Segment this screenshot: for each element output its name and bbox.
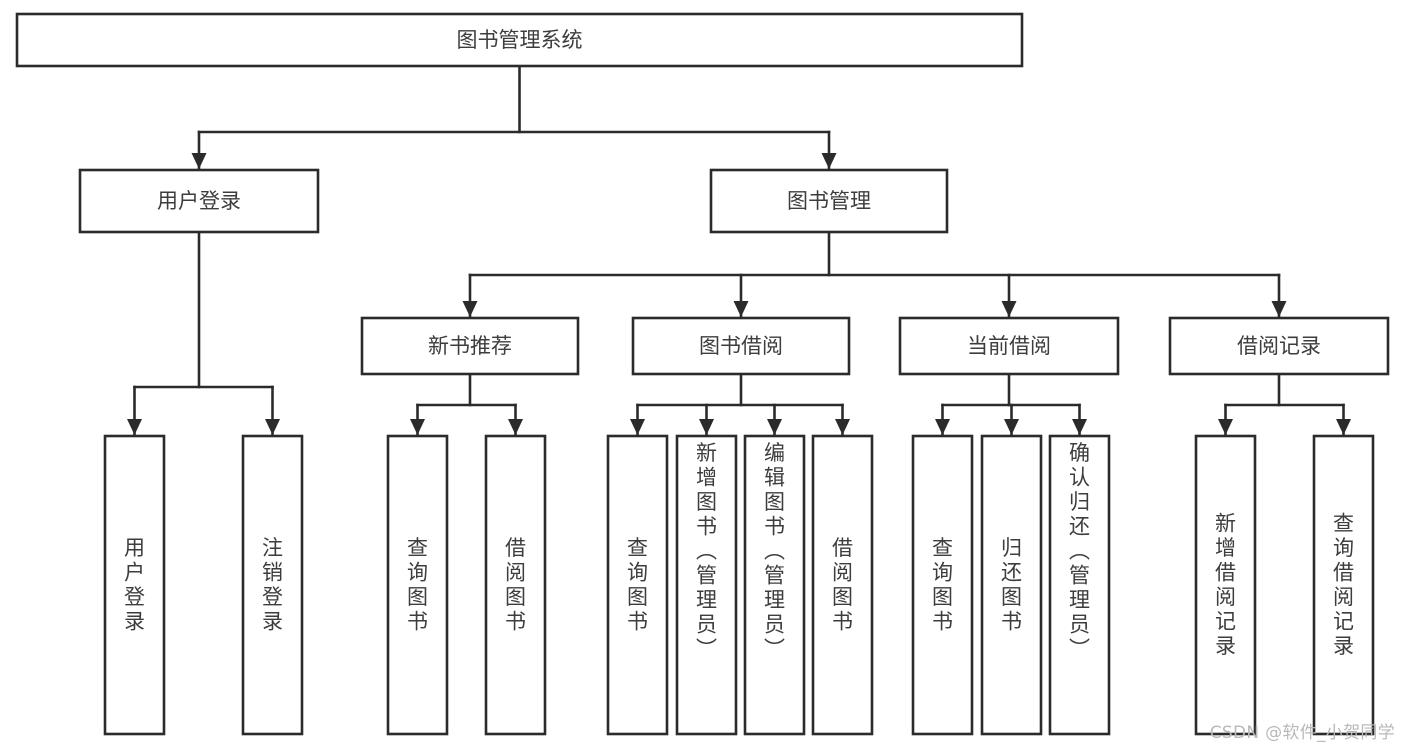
node-label: 借阅记录 xyxy=(1237,334,1321,358)
node-label: 查询图书 xyxy=(932,536,953,634)
node-user-login[interactable]: 用户登录 xyxy=(78,168,320,234)
nodes-layer: 图书管理系统用户登录图书管理新书推荐图书借阅当前借阅借阅记录用户登录注销登录查询… xyxy=(15,12,1390,736)
arrow-head-icon xyxy=(935,419,950,435)
arrow-head-icon xyxy=(1001,301,1017,317)
node-label: 图书借阅 xyxy=(699,334,783,358)
node-label: 新书推荐 xyxy=(428,334,512,358)
node-book-borrow[interactable]: 图书借阅 xyxy=(631,316,851,376)
edges-layer xyxy=(127,64,1351,437)
node-leaf-borrow-book-2[interactable]: 借阅图书 xyxy=(811,434,874,736)
node-label: 图书管理系统 xyxy=(457,28,583,52)
arrow-head-icon xyxy=(1072,419,1087,435)
csdn-watermark: CSDN @软件_小贺同学 xyxy=(1209,723,1395,743)
node-label: 借阅图书 xyxy=(832,536,853,634)
arrow-head-icon xyxy=(410,419,425,435)
node-leaf-confirm-return[interactable]: 确认归还︵管理员︶ xyxy=(1048,434,1111,736)
node-leaf-query-book-1[interactable]: 查询图书 xyxy=(386,434,449,736)
arrow-head-icon xyxy=(1004,419,1019,435)
node-label: 查询借阅记录 xyxy=(1333,512,1354,659)
node-leaf-query-book-3[interactable]: 查询图书 xyxy=(911,434,974,736)
node-label: 查询图书 xyxy=(627,536,648,634)
arrow-head-icon xyxy=(1336,419,1351,435)
node-label: 用户登录 xyxy=(124,536,145,634)
node-label: 注销登录 xyxy=(262,536,283,634)
arrow-head-icon xyxy=(508,419,523,435)
node-leaf-query-book-2[interactable]: 查询图书 xyxy=(606,434,669,736)
node-leaf-add-borrow-record[interactable]: 新增借阅记录 xyxy=(1194,434,1257,736)
node-leaf-query-borrow-record[interactable]: 查询借阅记录 xyxy=(1312,434,1375,736)
node-label: 借阅图书 xyxy=(505,536,526,634)
node-leaf-borrow-book-1[interactable]: 借阅图书 xyxy=(484,434,547,736)
arrow-head-icon xyxy=(1271,301,1287,317)
node-leaf-user-login[interactable]: 用户登录 xyxy=(103,434,166,736)
arrow-head-icon xyxy=(835,419,850,435)
node-label: 用户登录 xyxy=(157,189,241,213)
node-label: 新增图书︵管理员︶ xyxy=(696,441,717,661)
node-borrow-record[interactable]: 借阅记录 xyxy=(1168,316,1390,376)
arrow-head-icon xyxy=(699,419,714,435)
node-label: 当前借阅 xyxy=(967,334,1051,358)
arrow-head-icon xyxy=(127,419,142,435)
arrow-head-icon xyxy=(821,153,837,169)
arrow-head-icon xyxy=(630,419,645,435)
node-leaf-add-book[interactable]: 新增图书︵管理员︶ xyxy=(675,434,738,736)
arrow-head-icon xyxy=(733,301,749,317)
node-label: 查询图书 xyxy=(407,536,428,634)
node-current-borrow[interactable]: 当前借阅 xyxy=(898,316,1120,376)
node-book-management[interactable]: 图书管理 xyxy=(709,168,949,234)
arrow-head-icon xyxy=(462,301,478,317)
node-root[interactable]: 图书管理系统 xyxy=(15,12,1024,68)
node-label: 归还图书 xyxy=(1001,536,1022,634)
node-leaf-return-book[interactable]: 归还图书 xyxy=(980,434,1043,736)
arrow-head-icon xyxy=(265,419,280,435)
arrow-head-icon xyxy=(1218,419,1233,435)
node-new-book-recommend[interactable]: 新书推荐 xyxy=(360,316,580,376)
node-label: 编辑图书︵管理员︶ xyxy=(764,441,785,661)
arrow-head-icon xyxy=(191,153,207,169)
node-label: 图书管理 xyxy=(787,189,871,213)
node-leaf-edit-book[interactable]: 编辑图书︵管理员︶ xyxy=(743,434,806,736)
node-label: 新增借阅记录 xyxy=(1215,512,1236,659)
node-leaf-logout[interactable]: 注销登录 xyxy=(241,434,304,736)
arrow-head-icon xyxy=(767,419,782,435)
node-label: 确认归还︵管理员︶ xyxy=(1069,441,1090,661)
